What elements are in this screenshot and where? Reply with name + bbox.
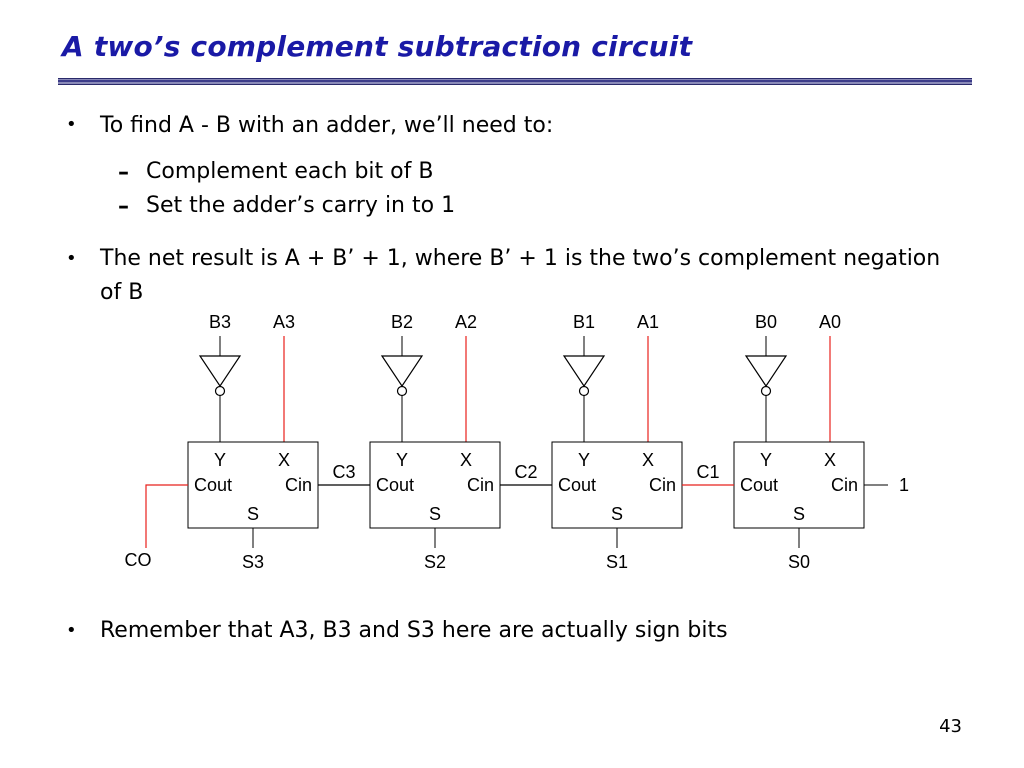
full-adder-box bbox=[187, 441, 319, 529]
inverter-bubble bbox=[214, 385, 226, 397]
page-number: 43 bbox=[939, 716, 962, 737]
port-x-label: X bbox=[460, 450, 472, 470]
port-y-label: Y bbox=[396, 450, 408, 470]
bullet-marker: • bbox=[66, 620, 77, 641]
sub-bullet-text: Set the adder’s carry in to 1 bbox=[146, 193, 456, 218]
port-s-label: S bbox=[611, 504, 623, 524]
inverter-bubble bbox=[396, 385, 408, 397]
b-input-label: B0 bbox=[755, 312, 777, 332]
full-adder-box bbox=[733, 441, 865, 529]
sub-bullet-marker: – bbox=[118, 194, 129, 219]
carry-out-label: CO bbox=[125, 550, 152, 570]
bullet-text: The net result is A + B’ + 1, where B’ +… bbox=[100, 246, 941, 271]
sum-output-label: S2 bbox=[424, 552, 446, 572]
a-input-label: A0 bbox=[819, 312, 841, 332]
port-s-label: S bbox=[247, 504, 259, 524]
inverter-bubble bbox=[578, 385, 590, 397]
inverter-icon bbox=[198, 355, 242, 388]
bullet-text: To find A - B with an adder, we’ll need … bbox=[100, 113, 554, 138]
title-rule-inner bbox=[58, 80, 972, 82]
sub-bullet-text: Complement each bit of B bbox=[146, 159, 434, 184]
a-input-label: A2 bbox=[455, 312, 477, 332]
port-cout-label: Cout bbox=[558, 475, 596, 495]
bullet-marker: • bbox=[66, 248, 77, 269]
carry-label: C1 bbox=[696, 462, 719, 482]
port-cout-label: Cout bbox=[740, 475, 778, 495]
carry-in-label: 1 bbox=[899, 475, 909, 495]
carry-label: C3 bbox=[332, 462, 355, 482]
a-input-label: A3 bbox=[273, 312, 295, 332]
port-x-label: X bbox=[642, 450, 654, 470]
carry-label: C2 bbox=[514, 462, 537, 482]
inverter-icon bbox=[562, 355, 606, 388]
port-x-label: X bbox=[824, 450, 836, 470]
b-input-label: B1 bbox=[573, 312, 595, 332]
sub-bullet-marker: – bbox=[118, 160, 129, 185]
sum-output-label: S0 bbox=[788, 552, 810, 572]
bullet-marker: • bbox=[66, 114, 77, 135]
port-y-label: Y bbox=[760, 450, 772, 470]
port-s-label: S bbox=[429, 504, 441, 524]
port-cin-label: Cin bbox=[467, 475, 494, 495]
port-y-label: Y bbox=[214, 450, 226, 470]
port-cout-label: Cout bbox=[194, 475, 232, 495]
full-adder-box bbox=[551, 441, 683, 529]
bullet-text-continuation: of B bbox=[100, 280, 144, 305]
full-adder-box bbox=[369, 441, 501, 529]
inverter-icon bbox=[380, 355, 424, 388]
port-cin-label: Cin bbox=[831, 475, 858, 495]
slide-title: A two’s complement subtraction circuit bbox=[62, 30, 693, 63]
carry-out-wire bbox=[145, 484, 188, 548]
a-input-label: A1 bbox=[637, 312, 659, 332]
port-cout-label: Cout bbox=[376, 475, 414, 495]
b-input-label: B2 bbox=[391, 312, 413, 332]
bullet-text: Remember that A3, B3 and S3 here are act… bbox=[100, 618, 728, 643]
port-s-label: S bbox=[793, 504, 805, 524]
sum-output-label: S1 bbox=[606, 552, 628, 572]
inverter-icon bbox=[744, 355, 788, 388]
inverter-bubble bbox=[760, 385, 772, 397]
port-y-label: Y bbox=[578, 450, 590, 470]
port-cin-label: Cin bbox=[285, 475, 312, 495]
sum-output-label: S3 bbox=[242, 552, 264, 572]
b-input-label: B3 bbox=[209, 312, 231, 332]
port-cin-label: Cin bbox=[649, 475, 676, 495]
port-x-label: X bbox=[278, 450, 290, 470]
